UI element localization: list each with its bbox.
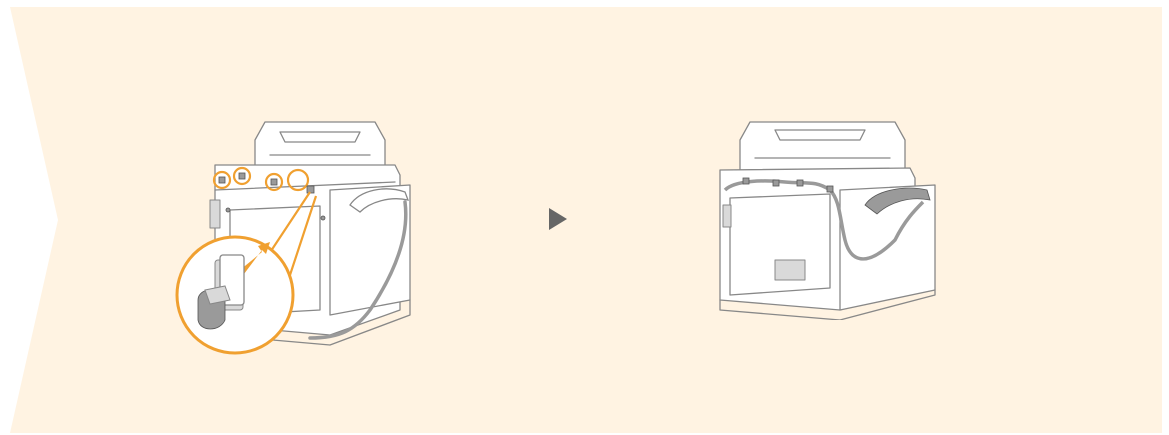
play-triangle-icon (549, 208, 567, 230)
printer-with-cable-clamps-icon (170, 110, 430, 360)
printer-with-routed-handset-cable-icon (705, 110, 945, 320)
clamp-zoom-inset (177, 237, 293, 353)
